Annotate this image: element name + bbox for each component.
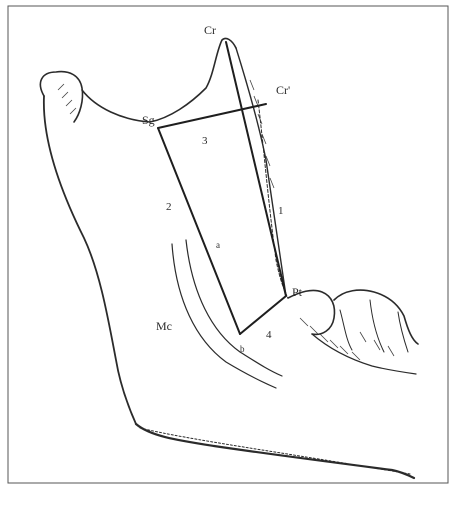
mandible-outline [40,38,418,478]
label-pt: Pt [292,285,303,299]
measurement-numbers: 1 2 3 4 [166,135,284,341]
measurement-number-4: 4 [266,329,272,341]
measurement-lines [158,42,286,334]
measurement-line-4 [240,296,286,334]
label-sg: Sg [142,113,155,127]
measurement-number-3: 3 [202,135,208,147]
measurement-number-2: 2 [166,201,172,213]
point-labels: Cr Cr' Sg Pt Mc a b [142,23,303,354]
label-mc: Mc [156,319,172,333]
measurement-line-1 [226,42,286,296]
measurement-number-1: 1 [278,205,284,217]
label-cr-prime: Cr' [276,83,290,97]
label-a: a [216,240,220,250]
label-b: b [240,344,245,354]
measurement-line-3 [158,104,266,128]
measurement-line-2 [158,128,240,334]
figure-frame [8,6,448,483]
label-cr: Cr [204,23,216,37]
